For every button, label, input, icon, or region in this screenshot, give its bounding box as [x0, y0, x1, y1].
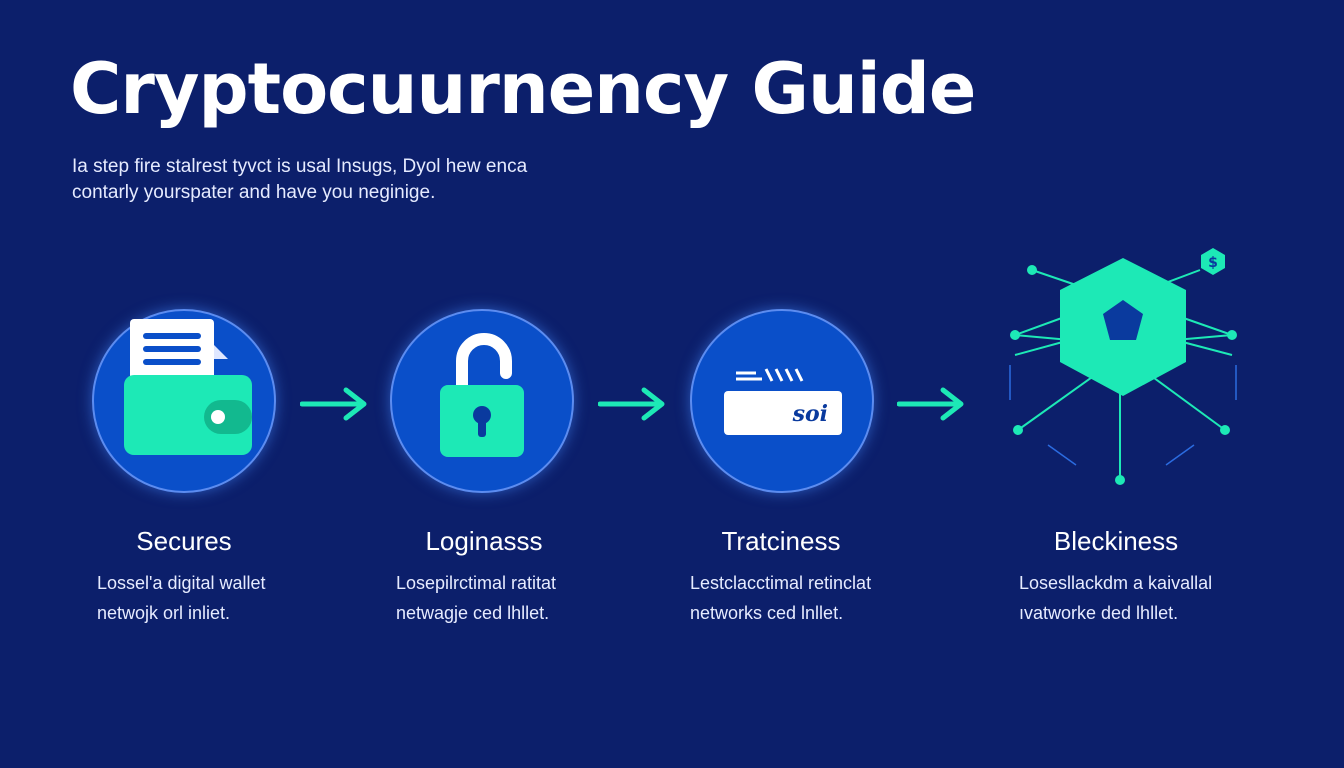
transaction-card-icon: soi — [724, 368, 842, 435]
blockchain-network-icon: $ — [1009, 248, 1237, 485]
arrow-right-icon-1 — [300, 387, 367, 421]
step-1-title: Secures — [136, 526, 232, 556]
step-4-desc-line-2: ıvatworke ded lhllet. — [1019, 603, 1179, 623]
step-2-desc-line-2: netwagje ced lhllet. — [396, 603, 550, 623]
step-1-desc-line-2: netwojk orl inliet. — [97, 603, 231, 623]
step-3-desc-line-2: networks ced lnllet. — [690, 603, 844, 623]
step-2-title: Loginasss — [425, 526, 543, 556]
padlock-icon — [440, 333, 524, 457]
step-1-desc-line-1: Lossel'a digital wallet — [97, 573, 266, 593]
step-4-desc-line-1: Losesllackdm a kaivallal — [1019, 573, 1213, 593]
arrow-right-icon-2 — [598, 387, 665, 421]
page-title: Cryptocuurnency Guide — [70, 48, 976, 130]
wallet-icon — [124, 319, 252, 455]
subtitle-line-2: contarly yourspater and have you neginig… — [72, 182, 436, 203]
page-subtitle: Ia step fire stalrest tyvct is usal Insu… — [72, 154, 592, 206]
dollar-badge-icon — [1201, 248, 1225, 275]
step-4-description: Losesllackdm a kaivallal ıvatworke ded l… — [1019, 568, 1319, 628]
step-2-desc-line-1: Losepilrctimal ratitat — [396, 573, 557, 593]
step-3-desc-line-1: Lestclacctimal retinclat — [690, 573, 872, 593]
step-4-title: Bleckiness — [1053, 526, 1179, 556]
badge-text: $ — [1208, 255, 1218, 271]
step-3-circle: soi — [690, 309, 874, 493]
step-1-circle — [92, 309, 276, 493]
step-3-title: Tratciness — [721, 526, 841, 556]
step-3-description: Lestclacctimal retinclat networks ced ln… — [690, 568, 990, 628]
step-1-description: Lossel'a digital wallet netwojk orl inli… — [97, 568, 397, 628]
subtitle-line-1: Ia step fire stalrest tyvct is usal Insu… — [72, 156, 528, 177]
card-text: soi — [792, 401, 828, 427]
step-2-circle — [390, 309, 574, 493]
arrow-right-icon-3 — [897, 387, 964, 421]
step-2-description: Losepilrctimal ratitat netwagje ced lhll… — [396, 568, 696, 628]
